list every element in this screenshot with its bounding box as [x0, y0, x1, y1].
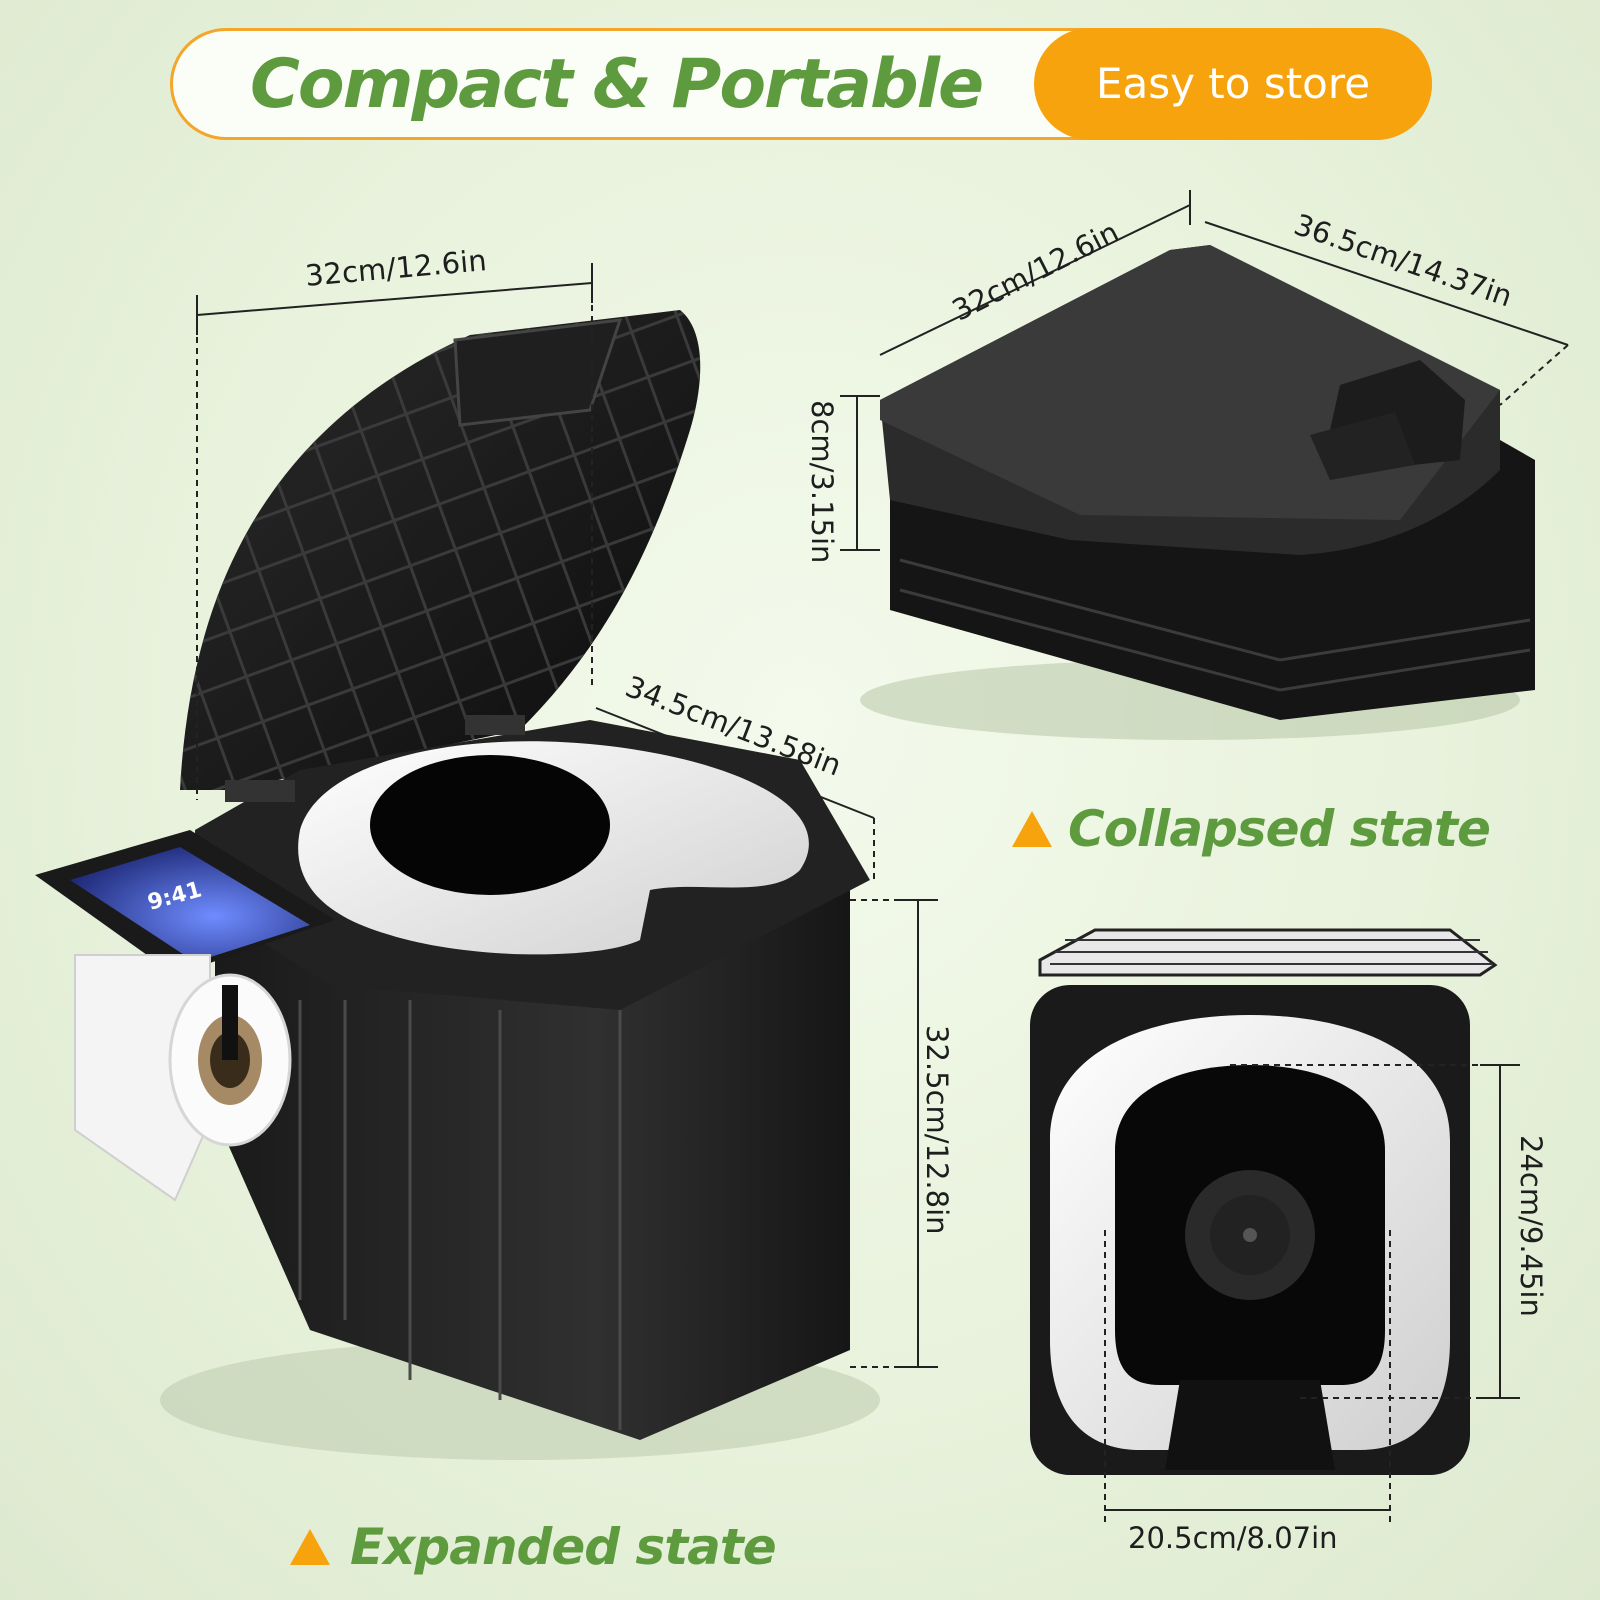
collapsed-state-label: Collapsed state — [1068, 800, 1491, 858]
expanded-state-label: Expanded state — [350, 1518, 777, 1576]
dimension-lines — [196, 190, 1569, 1525]
topview-width-label: 20.5cm/8.07in — [1128, 1521, 1338, 1555]
expanded-state-caption: Expanded state — [288, 1518, 777, 1576]
collapsed-state-caption: Collapsed state — [1010, 800, 1491, 858]
topview-toilet — [1030, 928, 1498, 1475]
expanded-toilet — [35, 310, 880, 1460]
expanded-height-label: 32.5cm/12.8in — [920, 1025, 954, 1235]
topview-opening-label: 24cm/9.45in — [1514, 1135, 1548, 1317]
header-title: Compact & Portable — [250, 45, 984, 124]
up-triangle-icon — [1012, 811, 1052, 847]
header-badge: Easy to store — [1034, 28, 1432, 140]
collapsed-toilet — [860, 245, 1535, 740]
up-triangle-icon — [290, 1529, 330, 1565]
collapsed-height-label: 8cm/3.15in — [805, 400, 839, 564]
